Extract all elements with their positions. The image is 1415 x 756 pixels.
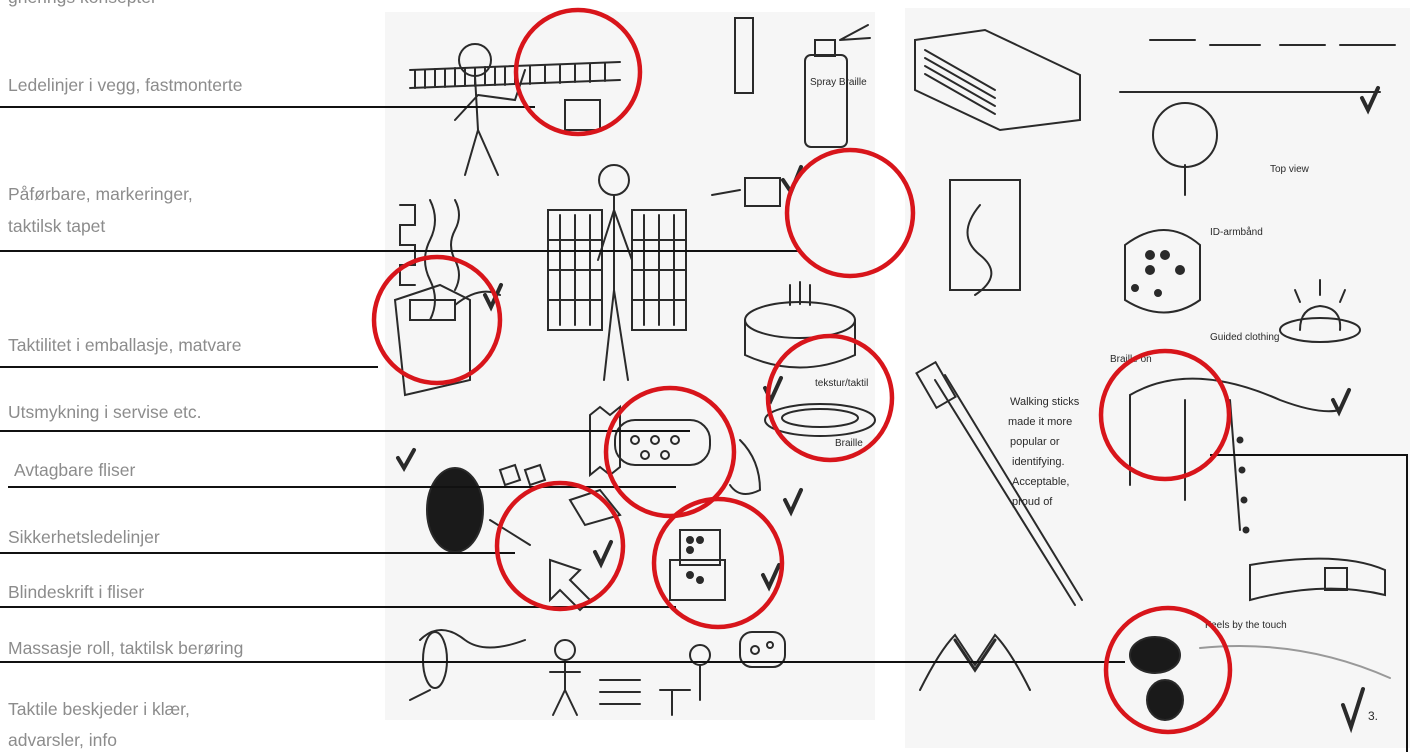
highlight-circles xyxy=(374,10,1230,732)
note-guided-clothing: Guided clothing xyxy=(1210,332,1280,343)
bottom-left-sketches xyxy=(410,630,785,715)
note-walking-stick-4: identifying. xyxy=(1012,456,1065,468)
note-walking-stick-1: Walking sticks xyxy=(1010,396,1080,408)
switch-sketch xyxy=(735,18,753,93)
note-sketch-number: 3. xyxy=(1368,709,1378,723)
belt-sketch xyxy=(1250,559,1385,600)
card-sketch xyxy=(950,180,1020,295)
note-walking-stick-6: proud of xyxy=(1012,496,1053,508)
note-walking-stick-2: made it more xyxy=(1008,416,1072,428)
check-marks-right xyxy=(1333,88,1378,727)
highlight-circle-jacket xyxy=(1101,351,1229,479)
note-spray: Spray Braille xyxy=(810,77,867,88)
braille-tile-sketch xyxy=(670,530,725,600)
highlight-circle-wallpaper xyxy=(787,150,913,276)
note-id-band: ID-armbånd xyxy=(1210,226,1263,238)
highlight-circle-plate xyxy=(768,336,892,460)
sketches-right: Top view ID-armbånd Walking sticks xyxy=(915,30,1395,727)
spray-can-sketch: Spray Braille xyxy=(805,25,870,147)
note-walking-stick-3: popular or xyxy=(1010,436,1060,448)
note-walking-stick-5: Acceptable, xyxy=(1012,476,1069,488)
hat-sketch xyxy=(1280,280,1360,342)
sketches-left: Spray Braille xyxy=(395,18,875,715)
walking-stick-sketch: Walking sticks made it more popular or i… xyxy=(916,362,1082,605)
note-top-view: Top view xyxy=(1270,164,1310,175)
touch-device-sketch: Feels by the touch xyxy=(1130,620,1390,720)
id-band-sketch: ID-armbånd xyxy=(1125,226,1263,313)
note-table-setting: tekstur/taktil xyxy=(815,378,868,389)
leader-lines xyxy=(0,107,1407,752)
leader-clothing xyxy=(1210,455,1407,752)
top-view-sketch: Top view xyxy=(1120,40,1395,195)
cake-sketch xyxy=(745,282,855,368)
highlight-circle-fence xyxy=(516,10,640,134)
note-braille: Braille xyxy=(835,438,863,449)
tiles-sketch xyxy=(427,465,545,552)
highlight-circle-braille-tile xyxy=(654,499,782,627)
box-sketch xyxy=(915,30,1080,130)
highlight-circle-roller xyxy=(606,388,734,516)
